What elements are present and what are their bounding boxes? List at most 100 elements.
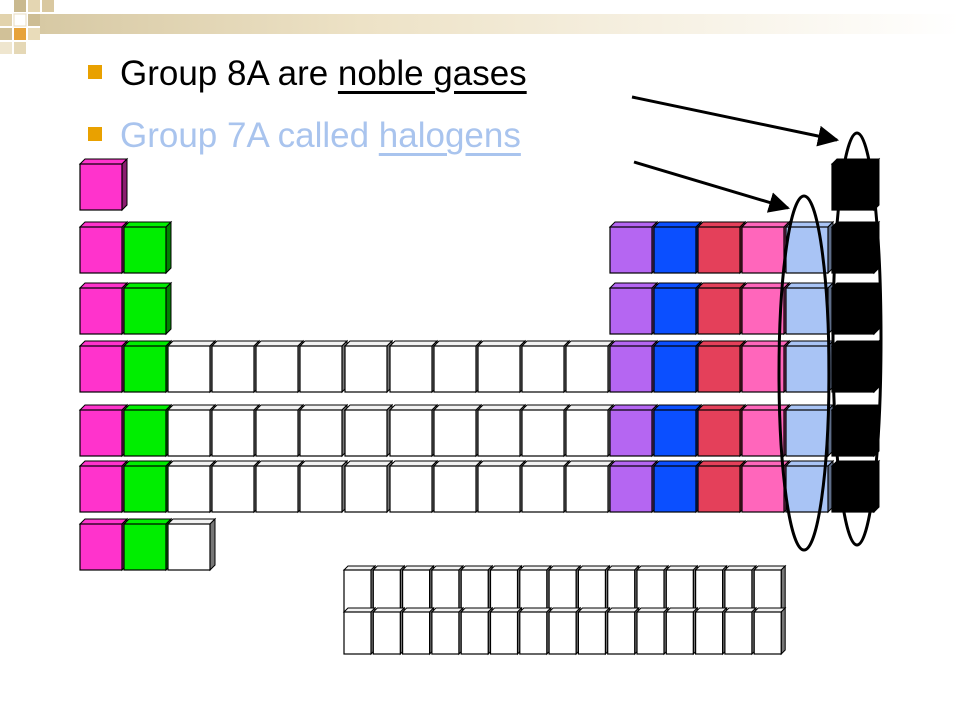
element-cell-transition bbox=[564, 339, 615, 394]
element-cell-f-block bbox=[459, 564, 494, 614]
element-cell-f-block bbox=[372, 564, 406, 614]
element-cell-transition bbox=[254, 339, 305, 394]
title-bar-decoration bbox=[40, 14, 960, 34]
element-cell-transition bbox=[343, 459, 394, 514]
element-cell-transition bbox=[476, 403, 527, 458]
element-cell-group3 bbox=[608, 339, 659, 394]
element-cell-f-block bbox=[577, 564, 611, 614]
element-cell-transition bbox=[388, 339, 439, 394]
element-cell-group2 bbox=[122, 220, 173, 275]
element-cell-transition bbox=[343, 339, 394, 394]
halogens-outline bbox=[777, 194, 831, 552]
element-cell-group5 bbox=[696, 339, 747, 394]
element-cell-transition bbox=[166, 403, 217, 458]
bullet-halogens: Group 7A called halogens bbox=[88, 116, 521, 156]
element-cell-transition bbox=[166, 339, 217, 394]
element-cell-group6 bbox=[740, 339, 791, 394]
element-cell-f-block bbox=[401, 606, 435, 656]
element-cell-group4 bbox=[652, 459, 703, 514]
element-cell-transition bbox=[254, 403, 305, 458]
element-cell-transition bbox=[432, 403, 483, 458]
bullet-noble-gases: Group 8A are noble gases bbox=[88, 54, 527, 94]
element-cell-group3 bbox=[608, 459, 659, 514]
element-cell-halogens bbox=[784, 339, 835, 394]
element-cell-f-block bbox=[606, 564, 640, 614]
element-cell-f-block bbox=[489, 564, 523, 614]
arrow-to-noble-gases bbox=[631, 95, 840, 147]
element-cell-group1 bbox=[78, 403, 129, 458]
element-cell-group4 bbox=[652, 220, 703, 275]
element-cell-f-block bbox=[723, 564, 758, 614]
element-cell-f-block bbox=[547, 606, 582, 656]
element-cell-group3 bbox=[608, 220, 659, 275]
element-cell-f-block bbox=[372, 606, 406, 656]
element-cell-group1 bbox=[78, 339, 129, 394]
element-cell-group4 bbox=[652, 281, 703, 336]
element-cell-transition bbox=[388, 403, 439, 458]
element-cell-transition bbox=[298, 339, 349, 394]
term-noble-gases: noble gases bbox=[337, 54, 527, 93]
element-cell-f-block bbox=[723, 606, 758, 656]
bullet-square-icon bbox=[88, 126, 102, 141]
element-cell-f-block bbox=[577, 606, 611, 656]
element-cell-group5 bbox=[696, 281, 747, 336]
element-cell-transition bbox=[432, 339, 483, 394]
element-cell-group5 bbox=[696, 459, 747, 514]
element-cell-f-block bbox=[518, 564, 553, 614]
element-cell-f-block bbox=[401, 564, 435, 614]
element-cell-f-block bbox=[606, 606, 640, 656]
element-cell-transition bbox=[166, 517, 217, 572]
element-cell-transition bbox=[520, 339, 571, 394]
element-cell-transition bbox=[210, 403, 261, 458]
element-cell-f-block bbox=[635, 564, 670, 614]
corner-decoration bbox=[0, 0, 54, 54]
bullet-square-icon bbox=[88, 64, 102, 79]
element-cell-group2 bbox=[122, 517, 173, 572]
element-cell-transition bbox=[476, 339, 527, 394]
element-cell-f-block bbox=[430, 564, 465, 614]
element-cell-f-block bbox=[752, 564, 787, 614]
element-cell-f-block bbox=[665, 606, 699, 656]
element-cell-transition bbox=[520, 459, 571, 514]
arrow-to-halogens bbox=[633, 160, 791, 213]
noble-gases-outline bbox=[831, 131, 883, 547]
element-cell-transition bbox=[520, 403, 571, 458]
element-cell-halogens bbox=[784, 459, 835, 514]
element-cell-group4 bbox=[652, 403, 703, 458]
element-cell-group2 bbox=[122, 403, 173, 458]
element-cell-f-block bbox=[342, 564, 377, 614]
element-cell-group2 bbox=[122, 459, 173, 514]
element-cell-group1 bbox=[78, 459, 129, 514]
element-cell-group5 bbox=[696, 403, 747, 458]
element-cell-f-block bbox=[752, 606, 787, 656]
element-cell-transition bbox=[298, 459, 349, 514]
element-cell-transition bbox=[254, 459, 305, 514]
element-cell-f-block bbox=[635, 606, 670, 656]
element-cell-noble bbox=[830, 403, 881, 458]
element-cell-group6 bbox=[740, 220, 791, 275]
element-cell-group1 bbox=[78, 157, 129, 212]
bullet-text-prefix: Group 8A are bbox=[120, 54, 338, 93]
element-cell-transition bbox=[210, 339, 261, 394]
element-cell-f-block bbox=[665, 564, 699, 614]
element-cell-transition bbox=[476, 459, 527, 514]
element-cell-f-block bbox=[342, 606, 377, 656]
element-cell-group6 bbox=[740, 403, 791, 458]
element-cell-transition bbox=[564, 403, 615, 458]
element-cell-transition bbox=[166, 459, 217, 514]
element-cell-noble bbox=[830, 339, 881, 394]
element-cell-transition bbox=[343, 403, 394, 458]
element-cell-group3 bbox=[608, 403, 659, 458]
element-cell-transition bbox=[388, 459, 439, 514]
term-halogens: halogens bbox=[378, 116, 521, 155]
element-cell-f-block bbox=[547, 564, 582, 614]
element-cell-group4 bbox=[652, 339, 703, 394]
element-cell-group1 bbox=[78, 281, 129, 336]
element-cell-group1 bbox=[78, 220, 129, 275]
element-cell-transition bbox=[210, 459, 261, 514]
element-cell-transition bbox=[298, 403, 349, 458]
element-cell-halogens bbox=[784, 403, 835, 458]
element-cell-f-block bbox=[430, 606, 465, 656]
element-cell-group2 bbox=[122, 281, 173, 336]
